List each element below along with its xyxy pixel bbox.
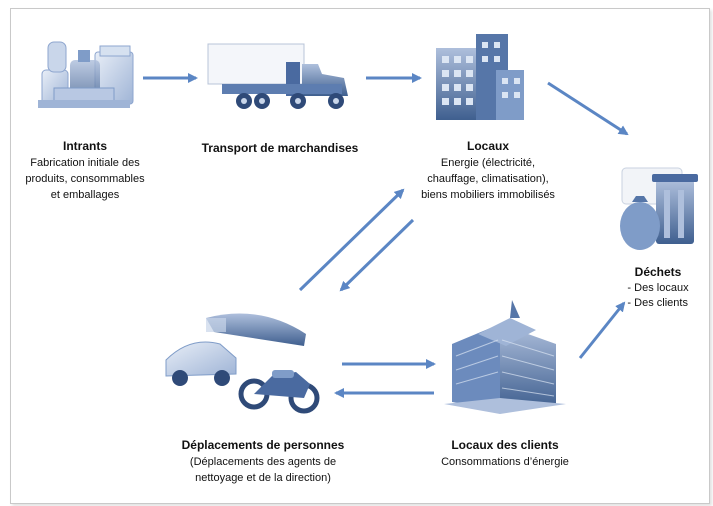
arrow-locaux-to-dechets bbox=[547, 81, 629, 136]
client-building-icon bbox=[444, 300, 566, 414]
arrow-locaux-to-deplacements bbox=[339, 218, 415, 292]
node-transport: Transport de marchandises bbox=[185, 139, 375, 157]
office-building-icon bbox=[436, 34, 524, 120]
arrows bbox=[143, 73, 629, 398]
clients-desc-line-1: Consommations d’énergie bbox=[441, 456, 569, 468]
intrants-desc-line-3: et emballages bbox=[50, 189, 120, 201]
intrants-title: Intrants bbox=[62, 139, 107, 153]
locaux-desc-line-3: biens mobiliers immobilisés bbox=[421, 189, 555, 201]
locaux-desc-line-1: Energie (électricité, bbox=[440, 157, 536, 169]
node-dechets: Déchets Des locaux Des clients bbox=[610, 263, 706, 311]
deplacements-desc-line-1: (Déplacements des agents de bbox=[189, 456, 337, 468]
products-stack-icon bbox=[38, 41, 134, 108]
transport-title: Transport de marchandises bbox=[201, 141, 359, 155]
deplacements-title: Déplacements de personnes bbox=[181, 438, 345, 452]
node-locaux: Locaux Energie (électricité, chauffage, … bbox=[408, 137, 568, 203]
clients-title: Locaux des clients bbox=[451, 438, 559, 452]
locaux-desc-line-2: chauffage, climatisation), bbox=[427, 173, 549, 185]
trash-bin-icon bbox=[620, 167, 698, 250]
node-deplacements: Déplacements de personnes (Déplacements … bbox=[158, 436, 368, 486]
vehicles-icon bbox=[165, 313, 320, 414]
node-intrants: Intrants Fabrication initiale des produi… bbox=[20, 137, 150, 203]
truck-icon bbox=[207, 43, 348, 109]
dechets-title: Déchets bbox=[634, 265, 682, 279]
dechets-item-locaux: Des locaux bbox=[627, 281, 688, 296]
node-clients: Locaux des clients Consommations d’énerg… bbox=[430, 436, 580, 470]
arrow-clients-to-dechets bbox=[578, 301, 626, 359]
dechets-list: Des locaux Des clients bbox=[627, 281, 688, 311]
arrow-deplacements-to-locaux bbox=[298, 188, 405, 292]
intrants-desc-line-1: Fabrication initiale des bbox=[30, 157, 140, 169]
locaux-title: Locaux bbox=[466, 139, 509, 153]
intrants-desc-line-2: produits, consommables bbox=[25, 173, 145, 185]
dechets-item-clients: Des clients bbox=[627, 296, 688, 311]
deplacements-desc-line-2: nettoyage et de la direction) bbox=[195, 472, 331, 484]
